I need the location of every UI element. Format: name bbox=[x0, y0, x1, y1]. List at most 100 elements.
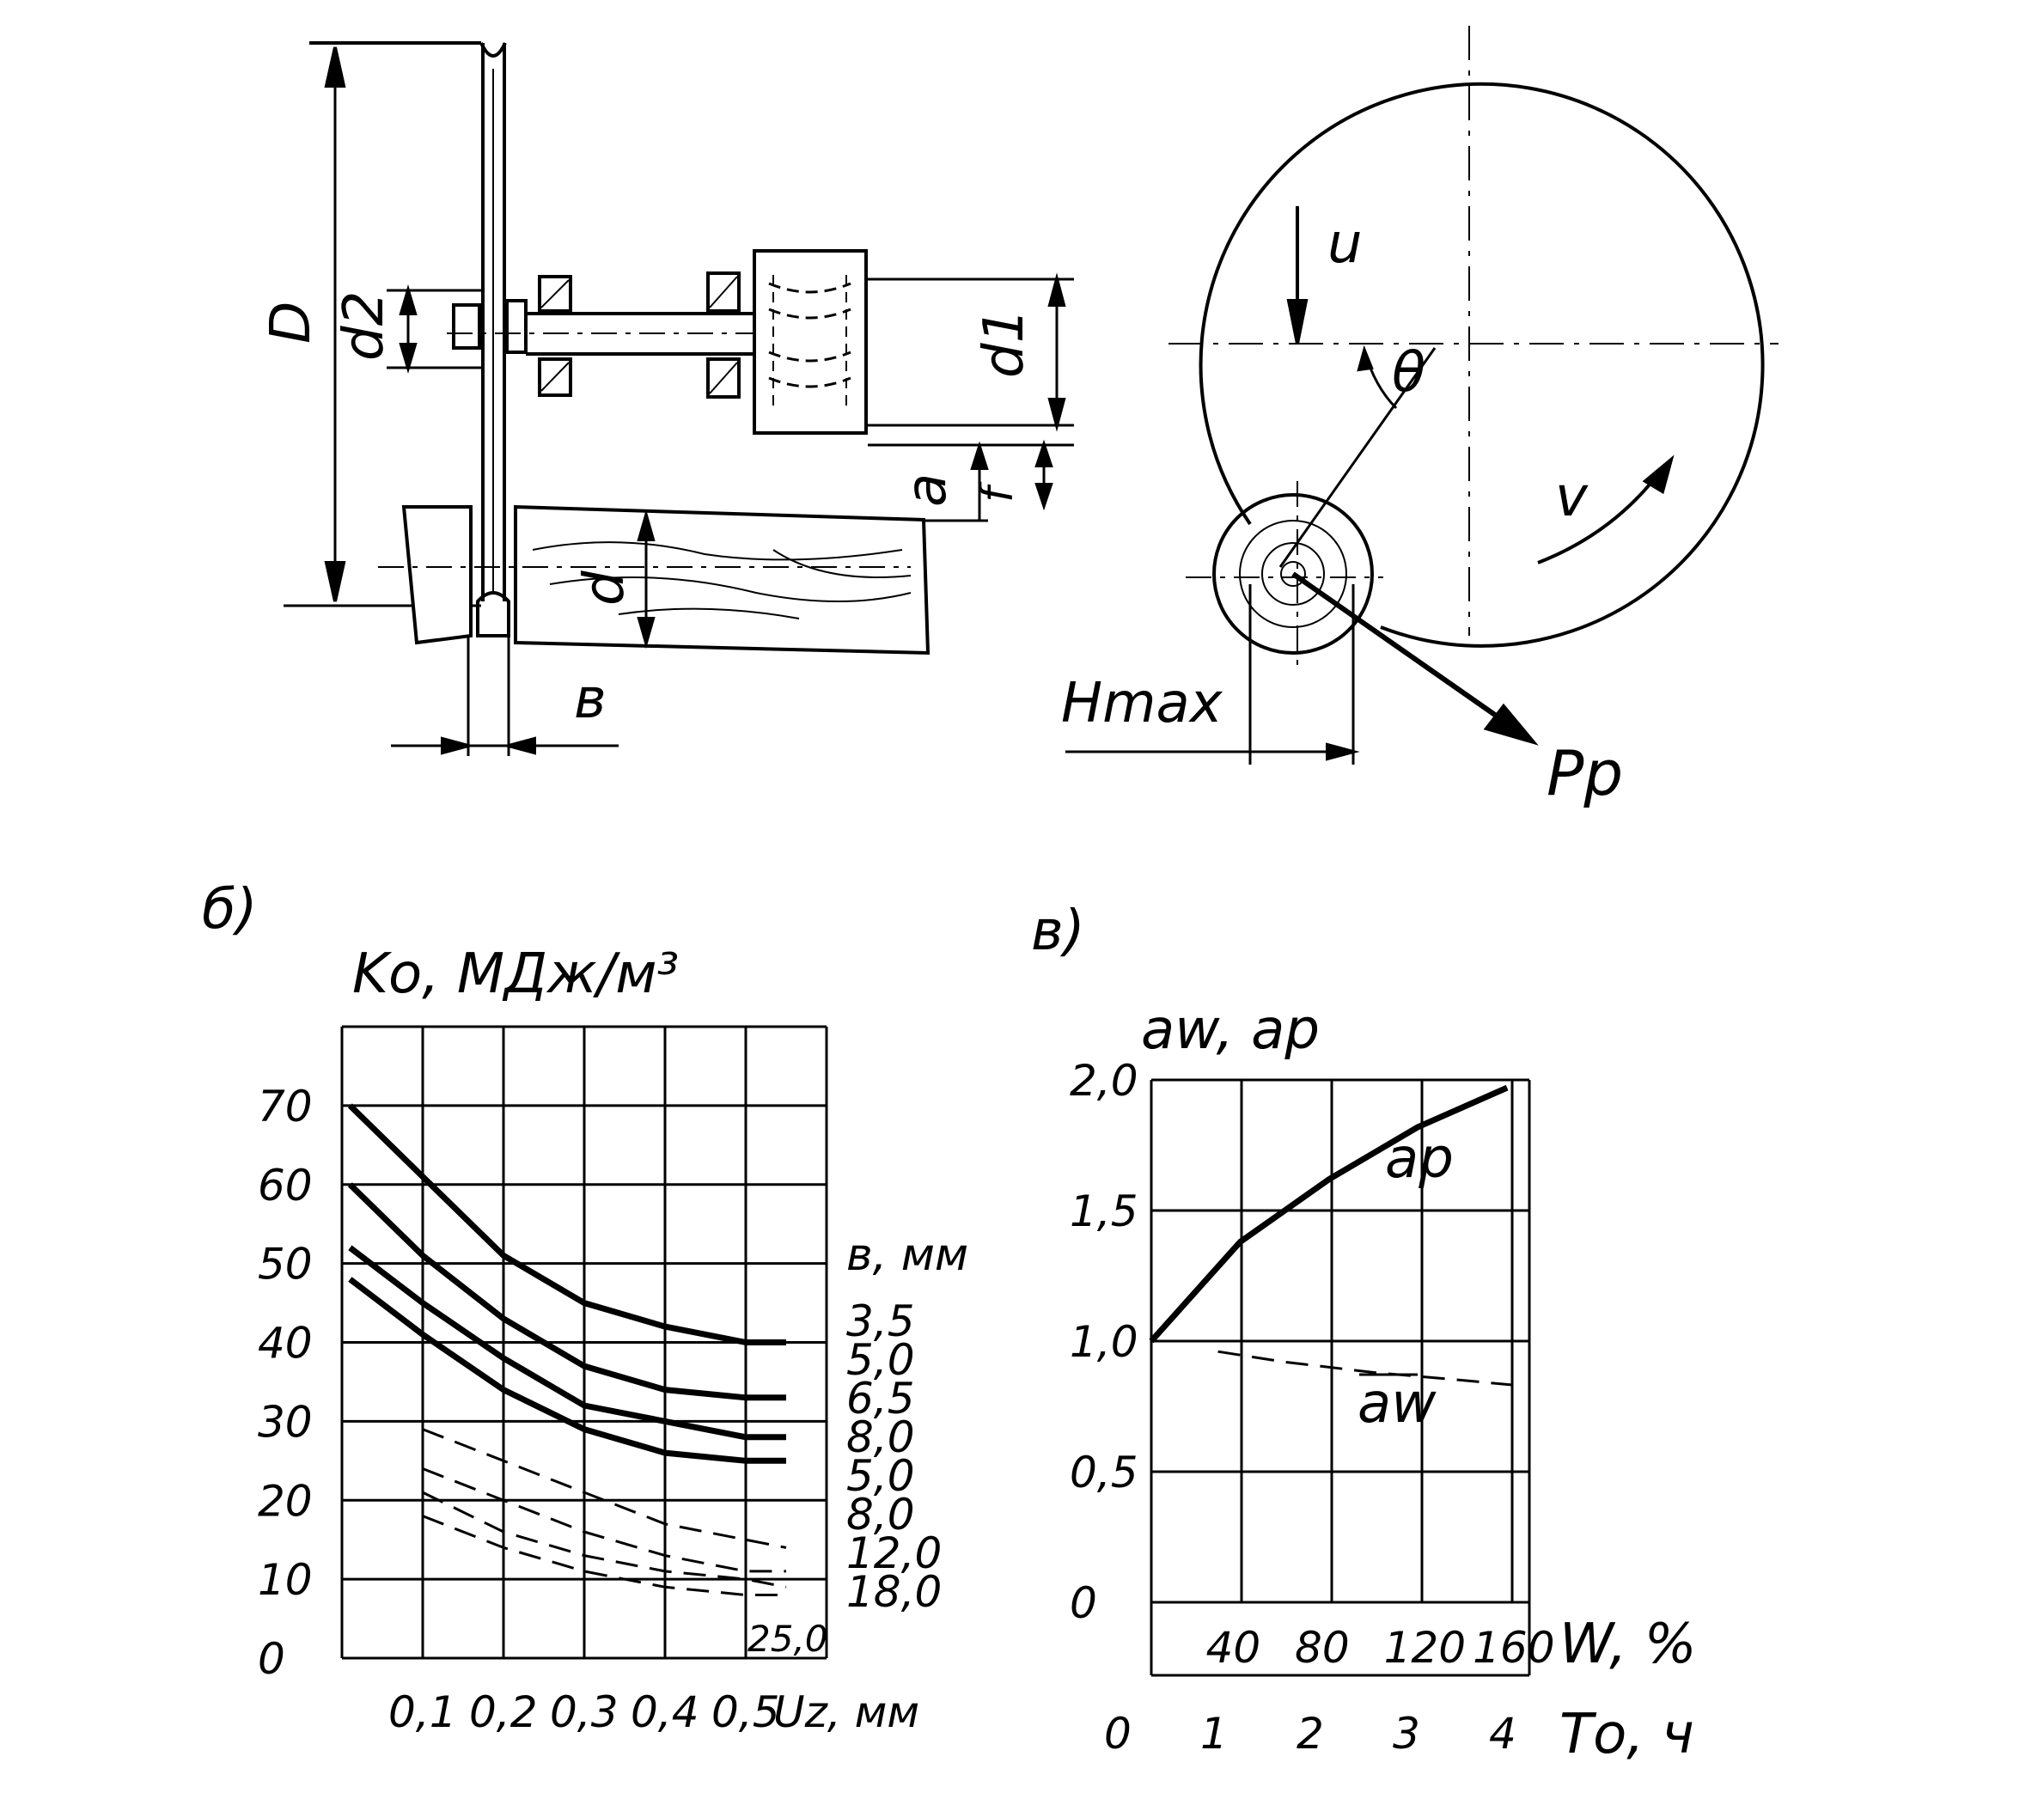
log-ring bbox=[1261, 542, 1325, 606]
panel-c-t-label: Tо, ч bbox=[1559, 1703, 1694, 1766]
t-tick-label: 0 bbox=[1104, 1709, 1132, 1759]
label-b: в bbox=[574, 668, 607, 731]
x-tick-label: 0,5 bbox=[711, 1687, 780, 1737]
y-tick-label: 50 bbox=[258, 1240, 313, 1290]
hatch bbox=[540, 279, 570, 308]
arrowhead bbox=[399, 343, 418, 375]
w-tick-label: 160 bbox=[1473, 1623, 1554, 1673]
panel-b-inner-label: 25,0 bbox=[747, 1618, 828, 1660]
saw-circle bbox=[1199, 82, 1765, 648]
y-tick-label: 20 bbox=[258, 1476, 313, 1526]
arrowhead bbox=[324, 561, 346, 602]
arrowhead bbox=[637, 617, 656, 650]
arrowhead bbox=[1326, 742, 1360, 761]
label-v: v bbox=[1555, 466, 1589, 529]
panel-b-label: б) bbox=[202, 878, 257, 942]
y-tick-label: 10 bbox=[258, 1555, 313, 1605]
panel-b-xlabel: Uz, мм bbox=[773, 1687, 919, 1737]
arrowhead bbox=[1047, 398, 1066, 432]
u-arrowhead bbox=[1286, 299, 1309, 345]
t-tick-label: 4 bbox=[1489, 1709, 1516, 1759]
saw-blade-top bbox=[479, 42, 507, 58]
v-arrowhead bbox=[1642, 454, 1675, 495]
series-line-6 bbox=[422, 1491, 787, 1589]
curve-label: 5,0 bbox=[846, 1451, 915, 1501]
radius-line bbox=[1278, 347, 1437, 568]
y-tick-label: 1,0 bbox=[1070, 1317, 1138, 1367]
series-line-ap bbox=[1149, 1084, 1509, 1344]
workpiece-right bbox=[514, 504, 930, 656]
series-line-3 bbox=[348, 1277, 786, 1464]
series-line-5 bbox=[422, 1467, 786, 1573]
label-pp: Pp bbox=[1547, 737, 1623, 809]
w-tick-label: 120 bbox=[1384, 1623, 1466, 1673]
panel-c-label: в) bbox=[1031, 900, 1085, 963]
label-d2: d2 bbox=[333, 291, 396, 361]
panel-c-grid bbox=[1150, 1078, 1531, 1677]
arrowhead bbox=[1034, 483, 1053, 511]
label-d: d bbox=[573, 570, 637, 606]
panel-b-curves bbox=[347, 1103, 787, 1596]
saw-setup-drawing bbox=[284, 41, 1074, 756]
y-tick-label: 0 bbox=[1070, 1578, 1097, 1628]
t-tick-label: 2 bbox=[1297, 1709, 1324, 1759]
series-line-1 bbox=[347, 1182, 786, 1401]
hatch bbox=[709, 276, 738, 308]
curve-label: 5,0 bbox=[846, 1335, 915, 1385]
series-line-2 bbox=[348, 1245, 786, 1441]
x-tick-label: 0,3 bbox=[550, 1687, 619, 1737]
pulley bbox=[753, 249, 868, 435]
series-line-4 bbox=[422, 1428, 787, 1549]
panel-c-w-label: W, % bbox=[1559, 1613, 1697, 1676]
arrowhead bbox=[1034, 439, 1053, 467]
arrowhead bbox=[441, 736, 475, 755]
panel-b-ylabel: Kо, МДж/м³ bbox=[352, 942, 679, 1006]
x-tick-label: 0,1 bbox=[388, 1687, 457, 1737]
workpiece-left bbox=[401, 505, 473, 645]
log-ring bbox=[1280, 561, 1306, 587]
label-hmax: Hmax bbox=[1061, 672, 1223, 735]
hub-nut bbox=[452, 303, 481, 350]
y-tick-label: 70 bbox=[258, 1082, 313, 1131]
w-tick-label: 40 bbox=[1206, 1623, 1261, 1673]
curve-label: 8,0 bbox=[846, 1412, 915, 1462]
log-section bbox=[1212, 493, 1374, 655]
x-tick-label: 0,2 bbox=[469, 1687, 538, 1737]
y-tick-label: 30 bbox=[258, 1397, 313, 1447]
y-tick-label: 2,0 bbox=[1070, 1056, 1138, 1106]
panel-c-ap-label: ap bbox=[1385, 1127, 1454, 1191]
series-line-7 bbox=[422, 1515, 786, 1596]
log-ring bbox=[1239, 520, 1347, 628]
pulley-grooves bbox=[768, 282, 851, 388]
y-tick-label: 0,5 bbox=[1070, 1448, 1138, 1497]
t-tick-label: 1 bbox=[1200, 1709, 1228, 1759]
series-line-0 bbox=[347, 1103, 786, 1345]
t-tick-label: 3 bbox=[1393, 1709, 1420, 1759]
label-D: D bbox=[259, 302, 323, 344]
curve-label: 8,0 bbox=[846, 1490, 915, 1540]
saw-setup-labels: D d2 d1 a f d в bbox=[259, 291, 1036, 731]
y-tick-label: 60 bbox=[258, 1161, 313, 1211]
curve-label: 3,5 bbox=[846, 1296, 915, 1346]
curve-label: 12,0 bbox=[846, 1528, 942, 1578]
pp-arrow-line bbox=[1291, 571, 1531, 741]
arrowhead bbox=[1357, 345, 1374, 372]
panel-c-aw-label: aw bbox=[1358, 1372, 1437, 1436]
y-tick-label: 1,5 bbox=[1070, 1186, 1138, 1236]
hatch bbox=[709, 362, 738, 394]
arrowhead bbox=[970, 441, 989, 470]
x-tick-label: 0,4 bbox=[631, 1687, 699, 1737]
arrowhead bbox=[1047, 272, 1066, 307]
label-u: u bbox=[1327, 212, 1363, 276]
pp-arrowhead bbox=[1483, 703, 1539, 746]
series-line-aw bbox=[1217, 1350, 1519, 1387]
panel-c-ylabel: aw, ap bbox=[1141, 998, 1320, 1062]
panel-b-right-header: в, мм bbox=[846, 1229, 968, 1281]
arrowhead bbox=[637, 509, 656, 541]
curve-label: 18,0 bbox=[846, 1567, 942, 1617]
wood-grain bbox=[532, 541, 912, 619]
arrowhead bbox=[324, 46, 346, 88]
